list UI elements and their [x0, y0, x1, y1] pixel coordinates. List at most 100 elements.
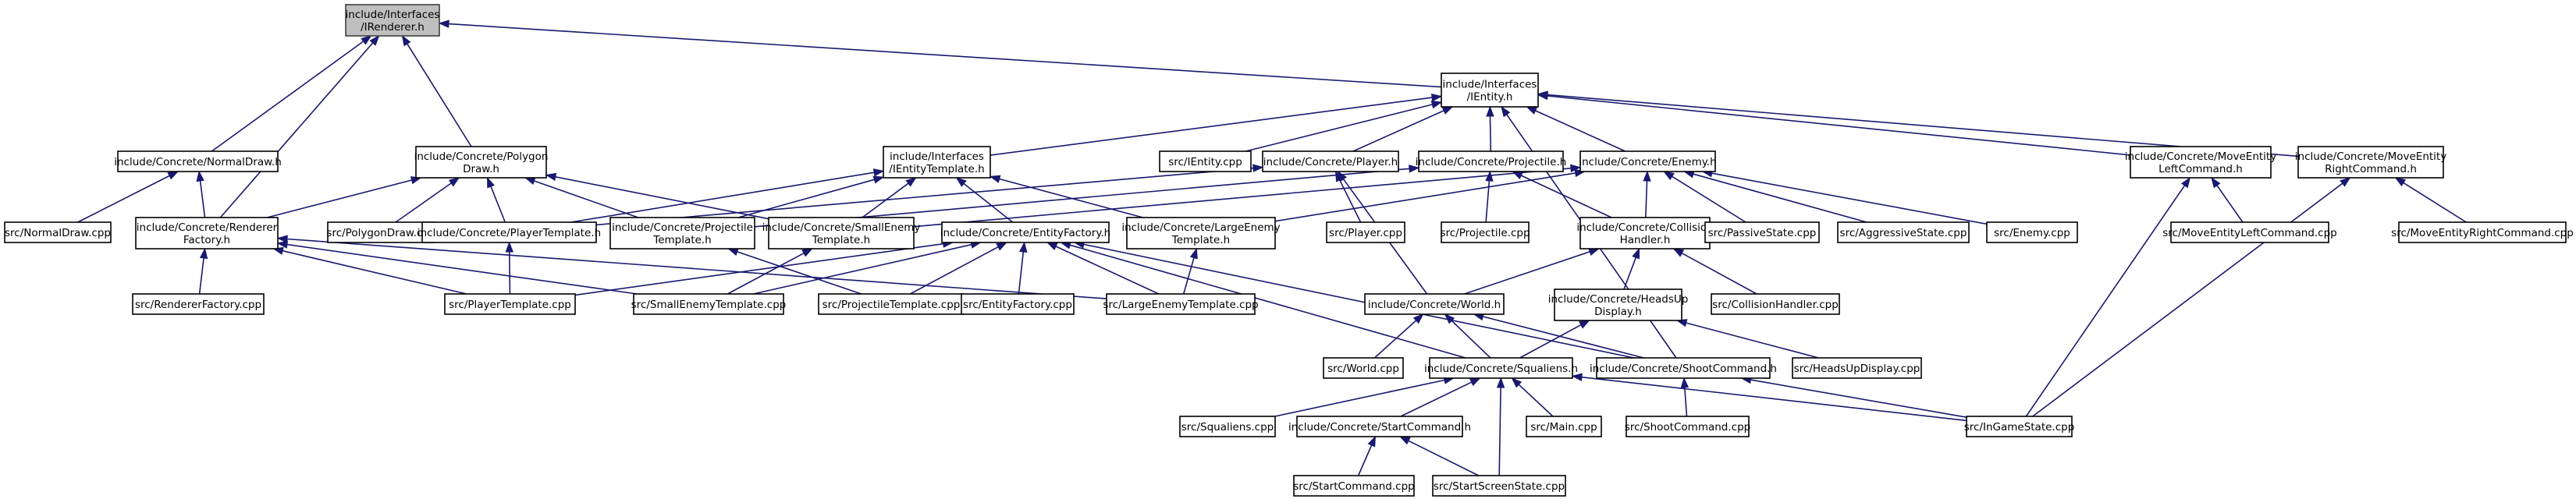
node-polygondraw-h[interactable]: include/Concrete/PolygonDraw.h	[414, 146, 549, 179]
node-ientity-cpp[interactable]: src/IEntity.cpp	[1159, 150, 1252, 172]
edge-largeenemytemplate_h-to-ientitytemplate_h	[989, 175, 1143, 218]
node-label: include/Concrete/LargeEnemy	[1121, 221, 1280, 234]
node-startcommand-h[interactable]: include/Concrete/StartCommand.h	[1288, 416, 1471, 437]
node-entityfactory-cpp[interactable]: src/EntityFactory.cpp	[961, 293, 1075, 315]
node-smallenemytemplate-cpp[interactable]: src/SmallEnemyTemplate.cpp	[631, 293, 787, 315]
node-player-cpp[interactable]: src/Player.cpp	[1326, 221, 1405, 243]
node-shootcommand-h[interactable]: include/Concrete/ShootCommand.h	[1590, 357, 1777, 379]
edge-arrowhead	[1496, 377, 1505, 388]
node-startcommand-cpp[interactable]: src/StartCommand.cpp	[1293, 475, 1415, 497]
node-ientitytemplate-h[interactable]: include/Interfaces/IEntityTemplate.h	[883, 146, 991, 179]
edge-line	[1750, 379, 1967, 418]
node-passivestate-cpp[interactable]: src/PassiveState.cpp	[1704, 221, 1820, 243]
node-projectile-h[interactable]: include/Concrete/Projectile.h	[1416, 150, 1567, 172]
edge-arrowhead	[196, 170, 204, 182]
node-ingamestate-cpp[interactable]: src/InGameState.cpp	[1964, 416, 2075, 437]
node-ientity-h[interactable]: include/Interfaces/IEntity.h	[1441, 73, 1539, 108]
node-label: include/Interfaces	[890, 150, 984, 163]
node-moveright-cpp[interactable]: src/MoveEntityRightCommand.cpp	[2391, 221, 2574, 243]
edge-line	[1357, 444, 1373, 476]
node-box	[132, 293, 265, 315]
node-label: src/AggressiveState.cpp	[1840, 227, 1967, 239]
node-projectiletemplate-h[interactable]: include/Concrete/ProjectileTemplate.h	[609, 217, 755, 250]
edge-arrowhead	[1441, 106, 1454, 115]
node-box	[1106, 293, 1256, 315]
edge-arrowhead	[369, 34, 380, 46]
node-label: include/Concrete/Renderer	[137, 221, 278, 234]
edge-enemy_h-to-ientity_h	[1526, 106, 1626, 152]
node-box	[1711, 293, 1840, 315]
node-collisionhandler-h[interactable]: include/Concrete/CollisionHandler.h	[1576, 217, 1714, 250]
edge-arrowhead	[1501, 105, 1511, 118]
node-label: include/Concrete/NormalDraw.h	[114, 156, 282, 168]
edge-line	[909, 246, 999, 295]
edge-line	[1055, 246, 1160, 295]
node-label: src/RendererFactory.cpp	[135, 299, 261, 311]
node-enemy-cpp[interactable]: src/Enemy.cpp	[1986, 221, 2078, 243]
node-box	[961, 293, 1075, 315]
node-rendererfactory-h[interactable]: include/Concrete/RendererFactory.h	[135, 217, 279, 250]
node-playertemplate-cpp[interactable]: src/PlayerTemplate.cpp	[444, 293, 576, 315]
node-aggressivestate-cpp[interactable]: src/AggressiveState.cpp	[1837, 221, 1970, 243]
edge-arrowhead	[801, 248, 813, 257]
node-box	[2398, 221, 2567, 243]
node-entityfactory-h[interactable]: include/Concrete/EntityFactory.h	[940, 221, 1110, 243]
node-largeenemytemplate-h[interactable]: include/Concrete/LargeEnemyTemplate.h	[1121, 217, 1281, 250]
node-label: include/Concrete/World.h	[1368, 299, 1501, 311]
edge-ingamestate_cpp-to-shootcommand_h	[1740, 375, 1967, 418]
node-box	[941, 221, 1110, 243]
node-world-cpp[interactable]: src/World.cpp	[1323, 357, 1404, 379]
edge-arrowhead	[1019, 241, 1028, 253]
edge-polygondraw_cpp-to-polygondraw_h	[395, 177, 460, 223]
node-box	[1626, 416, 1750, 437]
node-box	[1262, 150, 1399, 172]
edge-line	[1451, 320, 1491, 359]
node-label: src/InGameState.cpp	[1964, 421, 2075, 434]
node-enemy-h[interactable]: include/Concrete/Enemy.h	[1579, 150, 1717, 172]
node-startscreenstate-cpp[interactable]: src/StartScreenState.cpp	[1432, 475, 1566, 497]
node-player-h[interactable]: include/Concrete/Player.h	[1262, 150, 1399, 172]
node-moveleft-h[interactable]: include/Concrete/MoveEntityLeftCommand.h	[2125, 146, 2276, 179]
node-headsupdisplay-h[interactable]: include/Concrete/HeadsUpDisplay.h	[1548, 288, 1689, 321]
node-rendererfactory-cpp[interactable]: src/RendererFactory.cpp	[132, 293, 265, 315]
node-squaliens-h[interactable]: include/Concrete/Squaliens.h	[1424, 357, 1578, 379]
node-label: src/MoveEntityLeftCommand.cpp	[2162, 227, 2337, 239]
edge-arrowhead	[955, 177, 967, 187]
edge-arrowhead	[486, 176, 495, 189]
edge-line	[990, 97, 1433, 156]
node-normaldraw-h[interactable]: include/Concrete/NormalDraw.h	[114, 150, 282, 172]
node-label: src/PlayerTemplate.cpp	[449, 299, 571, 311]
node-headsupdisplay-cpp[interactable]: src/HeadsUpDisplay.cpp	[1792, 357, 1922, 379]
edge-startcommand_h-to-squaliens_h	[1400, 377, 1481, 417]
edge-line	[1408, 440, 1480, 476]
node-squaliens-cpp[interactable]: src/Squaliens.cpp	[1179, 416, 1276, 437]
node-moveright-h[interactable]: include/Concrete/MoveEntityRightCommand.…	[2295, 146, 2446, 179]
node-polygondraw-cpp[interactable]: src/PolygonDraw.cpp	[326, 221, 436, 243]
edge-arrowhead	[1189, 247, 1198, 260]
edge-projectiletemplate_h-to-polygondraw_h	[524, 177, 639, 218]
edge-arrowhead	[448, 177, 460, 187]
edge-line	[1581, 376, 1967, 422]
edge-largeenemytemplate_h-to-enemy_h	[1274, 168, 1586, 222]
node-main-cpp[interactable]: src/Main.cpp	[1526, 416, 1602, 437]
edge-arrowhead	[276, 235, 288, 243]
node-smallenemytemplate-h[interactable]: include/Concrete/SmallEnemyTemplate.h	[762, 217, 921, 250]
node-largeenemytemplate-cpp[interactable]: src/LargeEnemyTemplate.cpp	[1103, 293, 1259, 315]
edge-arrowhead	[989, 175, 1001, 183]
node-collisionhandler-cpp[interactable]: src/CollisionHandler.cpp	[1711, 293, 1840, 315]
node-shootcommand-cpp[interactable]: src/ShootCommand.cpp	[1625, 416, 1750, 437]
node-playertemplate-h[interactable]: include/Concrete/PlayerTemplate.h	[417, 221, 601, 243]
node-label: Template.h	[812, 234, 870, 246]
node-projectiletemplate-cpp[interactable]: src/ProjectileTemplate.cpp	[818, 293, 965, 315]
node-box	[1126, 217, 1276, 250]
edge-arrowhead	[1409, 165, 1420, 173]
node-label: include/Concrete/MoveEntity	[2125, 150, 2276, 163]
node-moveleft-cpp[interactable]: src/MoveEntityLeftCommand.cpp	[2162, 221, 2337, 243]
node-renderer-h[interactable]: include/Interfaces/IRenderer.h	[345, 4, 440, 37]
node-normaldraw-cpp[interactable]: src/NormalDraw.cpp	[4, 221, 112, 243]
node-projectile-cpp[interactable]: src/Projectile.cpp	[1440, 221, 1530, 243]
edge-line	[1518, 384, 1554, 417]
node-world-h[interactable]: include/Concrete/World.h	[1364, 293, 1505, 315]
edge-arrowhead	[2211, 176, 2221, 189]
node-box	[818, 293, 965, 315]
